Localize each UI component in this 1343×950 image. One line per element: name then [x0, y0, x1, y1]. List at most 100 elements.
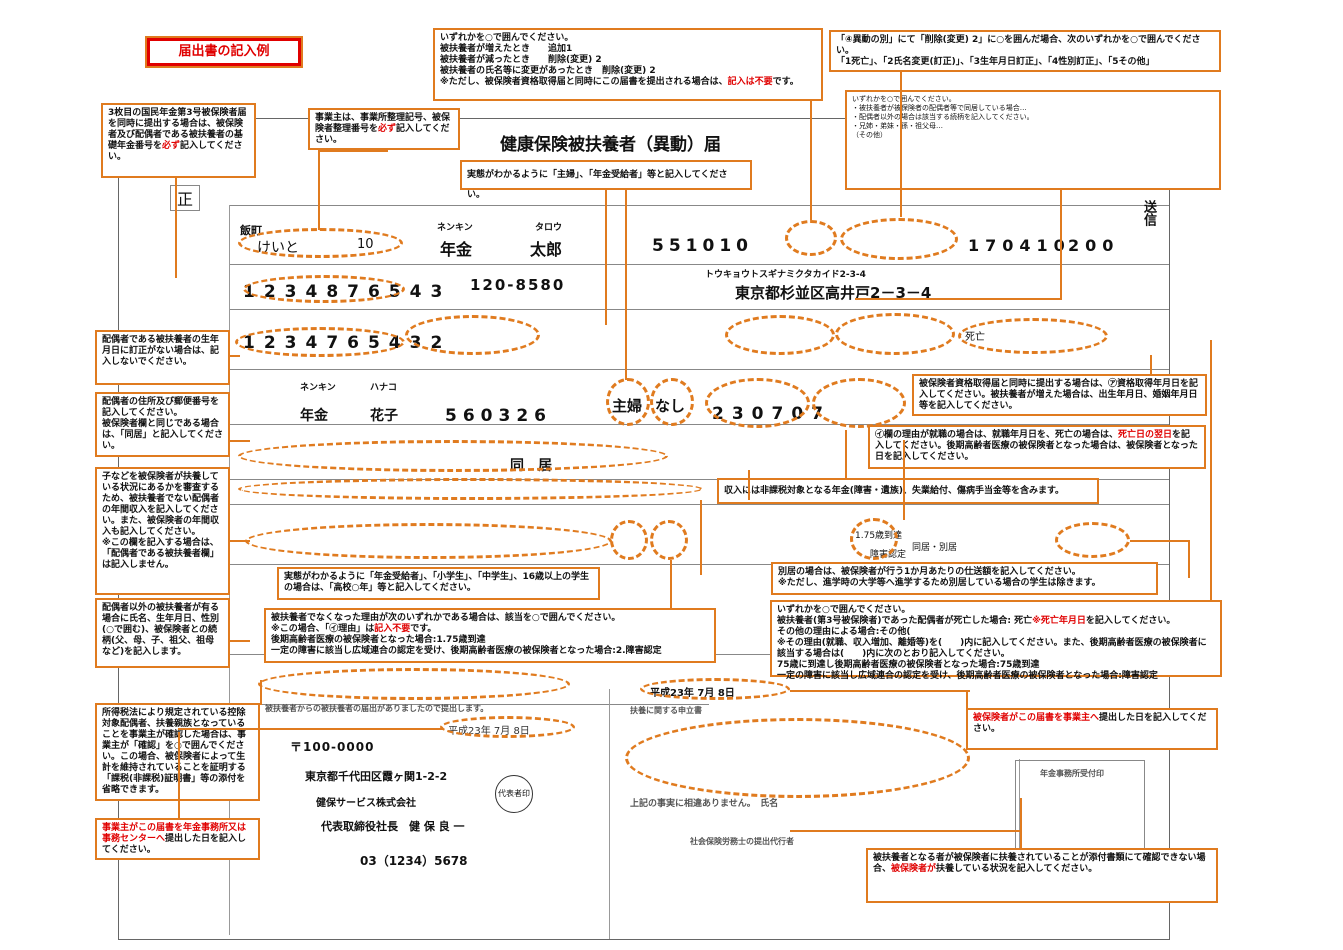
note-owner-codes: 事業主は、事業所整理記号、被保険者整理番号を必ず記入してください。	[308, 108, 460, 150]
connector	[855, 298, 1062, 300]
pension-office-stamp-label: 年金事務所受付印	[1040, 769, 1104, 778]
note-pension-number: 3枚目の国民年金第3号被保険者届を同時に提出する場合は、被保険者及び配偶者である…	[101, 103, 256, 178]
oval-spouse-reason-2	[835, 313, 955, 355]
note-deletion-reason: 「④異動の別」にて「削除(変更) 2」に○を囲んだ場合、次のいずれかを○で囲んで…	[829, 30, 1221, 72]
oval-income-review	[238, 478, 703, 500]
note-spouse-address: 配偶者の住所及び郵便番号を記入してください。 被保険者欄と同じである場合は、「同…	[95, 392, 230, 457]
note-insured-submit-date: 被保険者がこの届書を事業主へ提出した日を記入してください。	[966, 708, 1218, 750]
free-text-signature: 上記の事実に相違ありません。 氏名	[630, 799, 779, 809]
note-student: 実態がわかるように「年金受給者」、「小学生」、「中学生」、16歳以上の学生の場合…	[277, 567, 600, 600]
oval-spouse-reason-1	[725, 315, 835, 355]
note-death-choice: いずれかを○で囲んでください。 被扶養者(第3号被保険者)であった配偶者が死亡し…	[770, 600, 1222, 681]
insured-kana-mei: タロウ	[535, 223, 563, 233]
sharoushi-label: 社会保険労務士の提出代行者	[690, 837, 794, 846]
oval-spouse-birth-fix	[405, 315, 540, 355]
connector	[260, 680, 262, 705]
connector	[175, 178, 177, 278]
note-income: 収入には非課税対象となる年金(障害・遺族)、失業給付、傷病手当金等を含みます。	[717, 478, 1099, 504]
oval-spouse-pension	[235, 327, 405, 357]
connector	[230, 640, 250, 642]
oval-tax-confirm	[258, 668, 570, 700]
connector	[230, 540, 250, 542]
owner-telephone: 03（1234）5678	[360, 854, 468, 868]
connector	[790, 830, 1022, 832]
spouse-name-mei: 花子	[370, 408, 398, 424]
postal-code: 120-8580	[470, 276, 566, 294]
note-unable-to-confirm: 被扶養者となる者が被保険者に扶養されていることが添付書類にて確認できない場合、被…	[866, 848, 1218, 903]
owner-address: 東京都千代田区霞ヶ関1-2-2	[305, 770, 448, 783]
note-spouse-birth: 配偶者である被扶養者の生年月日に訂正がない場合は、記入しないでください。	[95, 330, 230, 385]
owner-postal: 〒100-0000	[290, 740, 375, 754]
oval-others-income	[650, 520, 688, 560]
note-separate: 別居の場合は、被保険者が行う1か月あたりの仕送額を記入してください。 ※ただし、…	[771, 562, 1158, 595]
oval-owner-date	[440, 716, 575, 738]
connector	[670, 560, 672, 610]
note-job-description: 実態がわかるように「主婦」、「年金受給者」等と記入してください。	[460, 160, 752, 200]
note-tax-confirm: 所得税法により規定されている控除対象配偶者、扶養親族となっていることを事業主が確…	[95, 703, 260, 801]
connector	[1210, 340, 1212, 600]
send-label: 送信	[1141, 200, 1156, 226]
oval-pension-no	[243, 275, 405, 303]
connector	[1188, 540, 1190, 578]
connector	[318, 150, 320, 230]
representative-stamp: 代表者印	[495, 775, 533, 813]
insured-name-sei: 年金	[440, 240, 473, 259]
insured-name-mei: 太郎	[530, 240, 563, 259]
note-acquire-date: 被保険者資格取得届と同時に提出する場合は、㋐資格取得年月日を記入してください。被…	[912, 374, 1207, 416]
oval-spouse-address	[238, 440, 668, 472]
oval-job	[606, 378, 650, 426]
free-text-header: 扶養に関する申立書	[630, 706, 702, 715]
oval-free-text	[625, 718, 970, 798]
connector	[900, 72, 902, 217]
connector	[230, 440, 250, 442]
connector	[230, 355, 240, 357]
spouse-kana-mei: ハナコ	[370, 383, 398, 393]
owner-company: 健保サービス株式会社	[316, 798, 416, 809]
connector	[845, 430, 847, 480]
connector	[178, 728, 443, 730]
oval-others-reason	[850, 518, 898, 560]
address-kana: トウキョウトスギナミクタカイド2-3-4	[705, 270, 866, 280]
oval-insured-date	[640, 678, 790, 700]
cohabit-label: 同居・別居	[912, 543, 958, 553]
connector	[1020, 798, 1022, 848]
address: 東京都杉並区高井戸2－3－4	[735, 284, 932, 302]
connector	[966, 690, 968, 710]
oval-date-1	[705, 378, 810, 428]
connector	[790, 690, 970, 692]
owner-representative: 代表取締役社長 健 保 良 一	[321, 820, 465, 833]
original-label: 正	[170, 185, 201, 211]
note-not-dependent-reason: 被扶養者でなくなった理由が次のいずれかである場合は、該当を○で囲んでください。 …	[264, 608, 716, 663]
connector	[318, 150, 388, 152]
connector	[810, 100, 812, 220]
spouse-birthdate: 560326	[445, 406, 552, 426]
certificate-number: 200	[1068, 236, 1120, 255]
acquire-date: 170410	[968, 236, 1071, 255]
form-title: 健康保険被扶養者（異動）届	[500, 135, 721, 155]
connector	[178, 732, 180, 820]
connector	[605, 190, 607, 325]
connector	[625, 190, 627, 380]
spouse-kana-sei: ネンキン	[300, 383, 336, 393]
note-owner-submit-date: 事業主がこの届書を年金事務所又は事務センターへ提出した日を記入してください。	[95, 818, 260, 860]
connector	[748, 470, 750, 500]
note-change-type: いずれかを○で囲んでください。 被扶養者が増えたとき 追加1 被扶養者が減ったと…	[433, 28, 823, 101]
note-death-date: ㋑欄の理由が就職の場合は、就職年月日を、死亡の場合は、死亡日の翌日を記入してくだ…	[868, 425, 1206, 469]
oval-remarks	[1055, 522, 1130, 558]
note-income-review: 子などを被保険者が扶養している状況にあるかを審査するため、被扶養者でない配偶者の…	[95, 467, 230, 595]
owner-confirm-text: 被扶養者からの被扶養者の届出がありましたので提出します。	[265, 704, 489, 713]
oval-change-type	[785, 220, 837, 256]
oval-income	[650, 378, 694, 426]
example-title-badge: 届出書の記入例	[145, 36, 303, 68]
insured-kana-sei: ネンキン	[437, 223, 473, 233]
note-relationship: いずれかを○で囲んでください。 ・被扶養者が被保険者の配偶者等で同居している場合…	[845, 90, 1221, 190]
note-other-dependents: 配偶者以外の被扶養者が有る場合に氏名、生年月日、性別(○で囲む)、被保険者との続…	[95, 598, 230, 668]
connector	[700, 500, 702, 575]
connector	[903, 440, 905, 520]
oval-others-job	[610, 520, 648, 560]
receipt-stamp-box	[1015, 760, 1145, 852]
oval-office-code	[238, 228, 403, 258]
connector	[1130, 540, 1190, 542]
insured-birthdate: 551010	[652, 236, 753, 256]
oval-change-reason	[840, 218, 958, 260]
